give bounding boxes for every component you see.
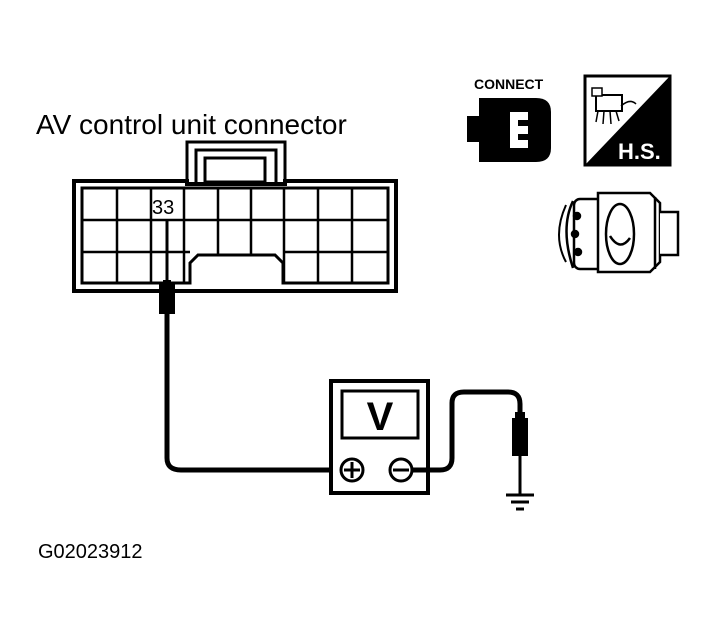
ignition-key-switch-icon (558, 191, 680, 274)
minus-terminal-icon (388, 457, 414, 483)
connect-icon (467, 98, 551, 162)
figure-id: G02023912 (38, 541, 143, 563)
harness-side-icon (583, 74, 672, 167)
negative-lead-wire (412, 389, 523, 473)
ground-icon (506, 493, 534, 511)
test-probe-negative (512, 412, 528, 494)
plus-terminal-icon (339, 457, 365, 483)
pin-number-label: 33 (152, 197, 174, 219)
av-control-unit-connector (72, 140, 398, 293)
test-probe-positive (159, 220, 175, 314)
connector-title: AV control unit connector (36, 109, 347, 140)
positive-lead-wire (164, 314, 342, 473)
connect-icon-label: CONNECT (474, 76, 544, 92)
hs-icon-label: H.S. (618, 139, 661, 164)
voltmeter-symbol: V (367, 395, 394, 439)
